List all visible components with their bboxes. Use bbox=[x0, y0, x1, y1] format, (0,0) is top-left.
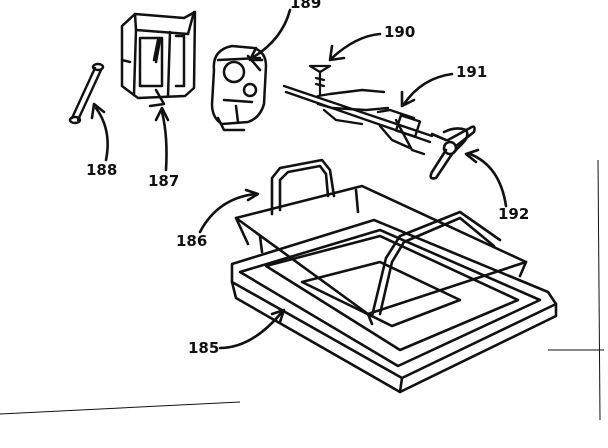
arrow-191 bbox=[402, 72, 454, 106]
arrow-191-head bbox=[400, 90, 416, 108]
scan-artifacts bbox=[0, 159, 604, 421]
pin-part bbox=[68, 62, 105, 125]
arrow-190-head bbox=[328, 44, 346, 62]
arrow-192 bbox=[468, 152, 508, 208]
drip-pan-part bbox=[230, 218, 558, 394]
arrow-186 bbox=[198, 192, 258, 234]
spit-part bbox=[282, 84, 434, 156]
arrow-188-head bbox=[90, 102, 106, 120]
arrow-185 bbox=[218, 310, 284, 350]
rotisserie-motor-part bbox=[120, 10, 197, 108]
callout-188: 188 bbox=[86, 161, 118, 179]
arrow-187-head bbox=[154, 106, 170, 122]
arrow-189-head bbox=[248, 46, 264, 62]
arrow-185-head bbox=[270, 308, 286, 324]
callout-191: 191 bbox=[456, 63, 488, 81]
callout-189: 189 bbox=[290, 0, 322, 12]
wire-rack-part bbox=[234, 158, 528, 326]
arrow-188 bbox=[94, 106, 109, 162]
screw-part bbox=[308, 64, 332, 96]
callout-185: 185 bbox=[188, 339, 220, 357]
callout-192: 192 bbox=[498, 205, 530, 223]
callout-187: 187 bbox=[148, 172, 180, 190]
arrow-192-head bbox=[464, 148, 480, 164]
arrow-186-head bbox=[244, 188, 260, 202]
spit-handle-part bbox=[429, 125, 476, 180]
callout-186: 186 bbox=[176, 232, 208, 250]
arrow-189 bbox=[250, 8, 292, 60]
arrow-190 bbox=[330, 32, 382, 60]
callout-190: 190 bbox=[384, 23, 416, 41]
motor-bracket-part bbox=[210, 44, 268, 132]
leader-arrows bbox=[90, 8, 508, 350]
arrow-187 bbox=[160, 110, 168, 172]
